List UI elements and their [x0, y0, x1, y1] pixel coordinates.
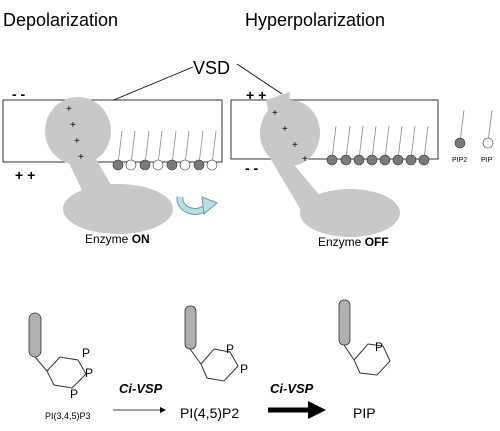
- left-sensor-charge-2: +: [70, 120, 76, 131]
- legend-pip2-label: PIP2: [452, 157, 467, 164]
- right-sign-top: + +: [246, 87, 266, 103]
- left-lipids: [112, 130, 218, 171]
- pip-phosphate: P: [375, 340, 383, 354]
- right-sensor-charge-2: +: [282, 124, 288, 135]
- right-enzyme-label: Enzyme OFF: [318, 235, 389, 249]
- reaction-arrow-1: [113, 407, 166, 413]
- pip2-phosphate-1: P: [226, 342, 234, 356]
- molecule-pip: [338, 299, 391, 376]
- pip3-phosphate-3: P: [70, 387, 78, 401]
- title-depolarization: Depolarization: [3, 10, 118, 30]
- legend-pip-label: PIP: [481, 157, 493, 164]
- product-label: PIP: [353, 405, 376, 421]
- right-sensor-charge-3: +: [292, 140, 298, 151]
- substrate-label: PI(3,4,5)P3: [45, 411, 91, 421]
- right-protein: [260, 92, 400, 237]
- legend: [454, 109, 494, 149]
- left-sensor-charge-3: +: [74, 136, 80, 147]
- intermediate-label: PI(4,5)P2: [180, 405, 239, 421]
- enzyme-label-1: Ci-VSP: [119, 381, 163, 396]
- right-lipids: [326, 125, 430, 166]
- left-membrane: [2, 99, 223, 163]
- reaction-arrow-2: [268, 401, 326, 419]
- vsd-label: VSD: [193, 58, 230, 78]
- activity-arrow-icon: [176, 196, 218, 215]
- left-sign-top: - -: [12, 86, 26, 102]
- left-enzyme-label: Enzyme ON: [85, 232, 150, 246]
- right-sensor-charge-1: +: [272, 108, 278, 119]
- molecule-pip3: [28, 312, 87, 389]
- pip3-phosphate-1: P: [82, 346, 90, 360]
- right-sensor-charge-4: +: [302, 154, 308, 165]
- molecule-pip2: [184, 305, 239, 382]
- enzyme-label-2: Ci-VSP: [270, 381, 314, 396]
- left-protein: [45, 97, 173, 234]
- right-sign-bottom: - -: [245, 160, 259, 176]
- pip3-phosphate-2: P: [85, 366, 93, 380]
- pip2-phosphate-2: P: [240, 362, 248, 376]
- left-sensor-charge-1: +: [66, 104, 72, 115]
- left-sensor-charge-4: +: [78, 152, 84, 163]
- title-hyperpolarization: Hyperpolarization: [245, 10, 385, 30]
- vsd-pointer-right: [236, 63, 283, 95]
- left-sign-bottom: + +: [15, 167, 35, 183]
